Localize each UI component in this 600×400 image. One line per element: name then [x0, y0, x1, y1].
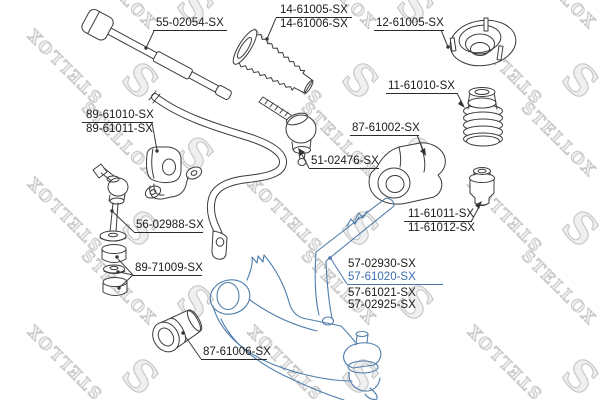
- part-label-bump-stop-boot[interactable]: 11-61010-SX: [388, 80, 455, 92]
- part-label-link-bushing-kit[interactable]: 89-71009-SX: [135, 262, 203, 274]
- leader-dots: [110, 37, 482, 335]
- part-label-inner-tie-rod[interactable]: 55-02054-SX: [156, 17, 224, 29]
- steering-bellows-drawing: [232, 29, 314, 94]
- part-label-control-arm-3[interactable]: 57-02925-SX: [348, 299, 416, 311]
- part-label-stabilizer-link[interactable]: 56-02988-SX: [136, 219, 204, 231]
- stabilizer-bar-drawing: [148, 90, 287, 260]
- part-label-arm-bushing[interactable]: 87-61006-SX: [203, 346, 271, 358]
- underline-bump-stop-boot: [386, 93, 457, 94]
- part-label-bump-stop-pair[interactable]: 11-61011-SX 11-61012-SX: [404, 208, 475, 235]
- underline-link-bushing-kit: [133, 275, 202, 276]
- ball-joint-drawing: [343, 330, 382, 400]
- arm-bushing-drawing: [152, 309, 203, 353]
- underline-control-arm-selected: [347, 284, 443, 285]
- stabilizer-bushing-drawing: [146, 146, 182, 184]
- part-label-bushing-housing[interactable]: 87-61002-SX: [352, 122, 420, 134]
- part-label-bellows-pair[interactable]: 14-61005-SX 14-61006-SX: [276, 4, 352, 31]
- bushing-housing-drawing: [368, 142, 446, 205]
- control-arm-drawing: [209, 197, 395, 400]
- part-label-control-arm-1[interactable]: 57-02930-SX: [348, 258, 416, 270]
- pair-divider: [82, 122, 153, 123]
- part-label-stab-bushing-a[interactable]: 89-61010-SX: [86, 109, 154, 121]
- part-label-bump-stop-a[interactable]: 11-61011-SX: [408, 208, 475, 220]
- tie-rod-end-drawing: [258, 96, 317, 166]
- part-label-bellows-b[interactable]: 14-61006-SX: [280, 18, 348, 30]
- underline-arm-bushing: [201, 359, 267, 360]
- part-label-strut-mount[interactable]: 12-61005-SX: [376, 17, 444, 29]
- small-bump-stop-drawing: [469, 167, 495, 206]
- leader-lines: [112, 17, 481, 360]
- pair-divider: [404, 221, 472, 222]
- inner-tie-rod-drawing: [81, 8, 232, 100]
- underline-inner-tie-rod: [153, 30, 227, 31]
- underline-tie-rod-end: [309, 168, 379, 169]
- part-label-control-arm-selected[interactable]: 57-61020-SX: [348, 271, 416, 283]
- stabilizer-link-drawing: [92, 163, 129, 296]
- underline-strut-mount: [374, 30, 444, 31]
- strut-mount-drawing: [449, 17, 517, 67]
- underline-bushing-housing: [350, 135, 419, 136]
- part-label-bellows-a[interactable]: 14-61005-SX: [280, 4, 348, 16]
- underline-stabilizer-link: [134, 232, 203, 233]
- pair-divider: [276, 17, 352, 18]
- part-label-tie-rod-end[interactable]: 51-02476-SX: [311, 155, 379, 167]
- stabilizer-bracket-drawing: [144, 166, 203, 200]
- part-label-bump-stop-b[interactable]: 11-61012-SX: [408, 222, 475, 234]
- bump-stop-boot-drawing: [463, 87, 503, 147]
- part-label-stab-bushing-pair[interactable]: 89-61010-SX 89-61011-SX: [82, 109, 154, 136]
- part-label-stab-bushing-b[interactable]: 89-61011-SX: [86, 123, 153, 135]
- part-label-control-arm-2[interactable]: 57-61021-SX: [348, 287, 416, 299]
